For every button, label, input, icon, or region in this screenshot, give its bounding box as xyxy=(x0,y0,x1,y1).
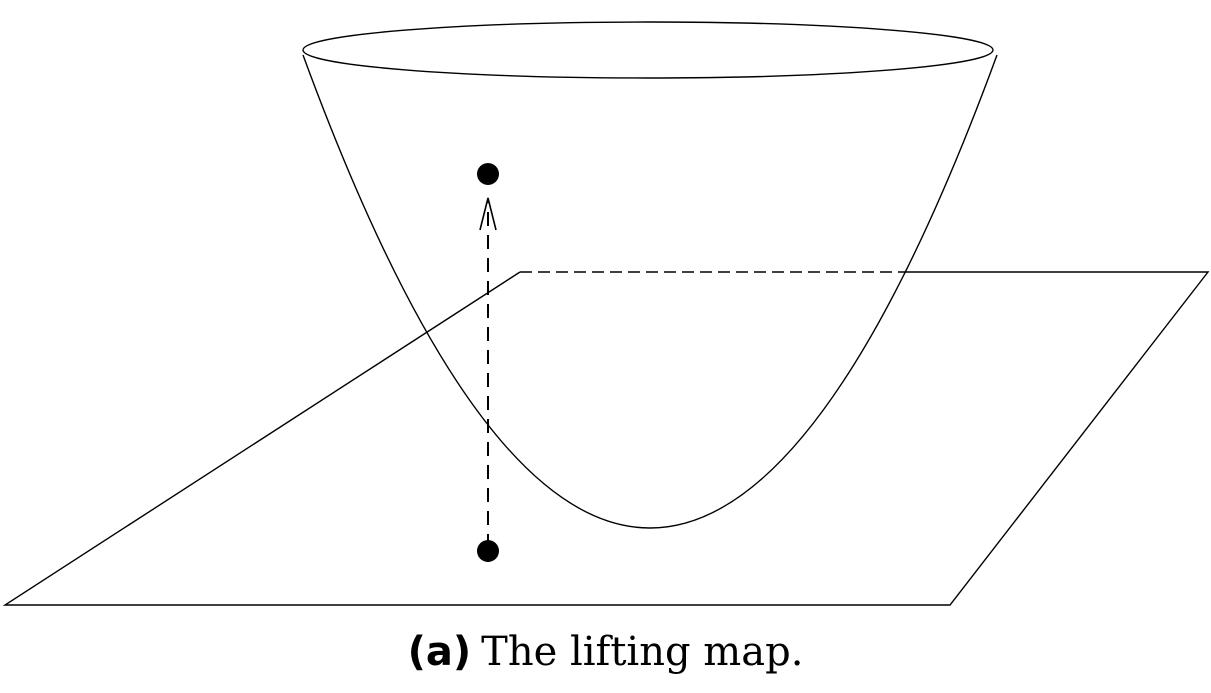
paraboloid-rim xyxy=(302,21,994,79)
plane-point xyxy=(477,540,499,562)
caption-text: The lifting map. xyxy=(481,629,804,675)
plane-front-edges xyxy=(2,271,1210,606)
caption-label: (a) xyxy=(407,629,472,675)
figure-caption: (a) The lifting map. xyxy=(0,628,1211,675)
paraboloid-profile xyxy=(302,54,998,529)
lifting-arrow-head xyxy=(479,197,497,231)
lifted-point xyxy=(477,163,499,185)
